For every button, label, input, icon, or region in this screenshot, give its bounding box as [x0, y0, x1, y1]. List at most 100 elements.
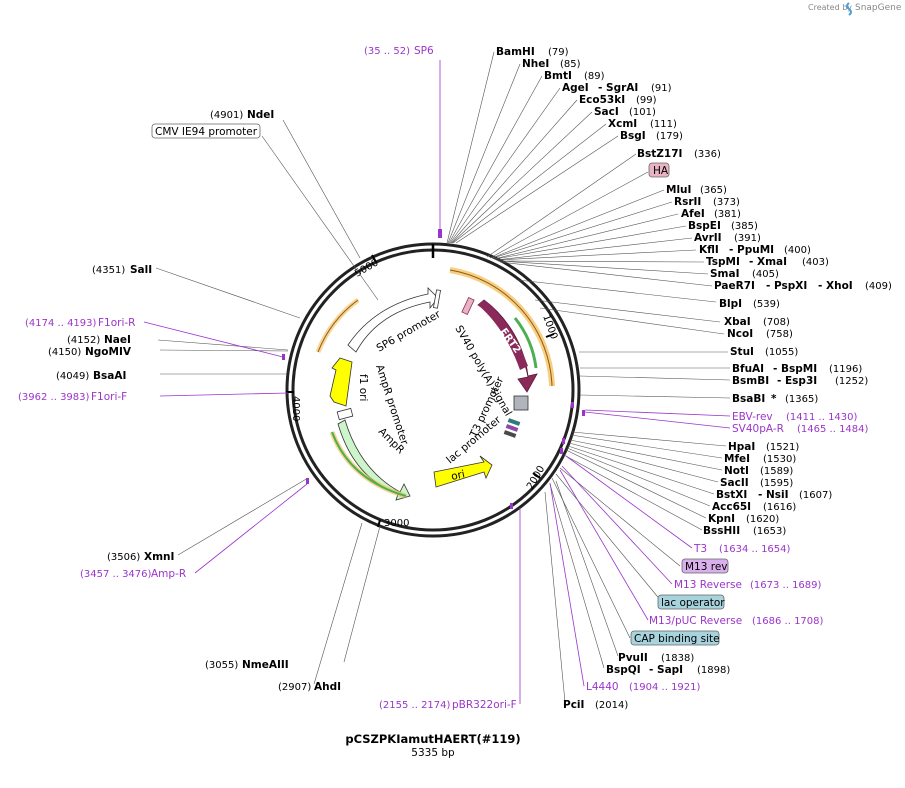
svg-text:AvrII: AvrII — [694, 232, 722, 244]
site-mlui[interactable]: MluI (365) — [666, 184, 727, 196]
site-hpai[interactable]: HpaI (1521) — [728, 441, 799, 453]
m13rev-box[interactable]: M13 rev — [681, 558, 729, 574]
svg-text:KpnI: KpnI — [708, 513, 735, 525]
site-bamhi[interactable]: BamHI (79) — [496, 46, 569, 58]
site-pcii[interactable]: PciI (2014) — [563, 699, 628, 711]
site-bspei[interactable]: BspEI (385) — [688, 220, 758, 232]
feature-sv40-polya[interactable] — [513, 395, 529, 411]
site-kpni[interactable]: KpnI (1620) — [708, 513, 779, 525]
svg-text:BmtI: BmtI — [544, 70, 572, 82]
site-paer7i[interactable]: PaeR7I - PspXI - XhoI (409) — [714, 280, 892, 292]
site-sacii[interactable]: SacII (1595) — [720, 477, 793, 489]
site-naei[interactable]: (4152) NaeI — [67, 334, 131, 346]
svg-text:F1ori-F: F1ori-F — [91, 391, 127, 403]
svg-text:(111): (111) — [650, 119, 677, 130]
site-ngomiv[interactable]: (4150) NgoMIV — [48, 346, 132, 358]
ori-label: ori — [450, 468, 466, 483]
snapgene-logo-icon — [846, 2, 852, 16]
primer-m13-puc-reverse[interactable]: M13/pUC Reverse (1686 .. 1708) — [649, 615, 824, 627]
svg-text:(758): (758) — [766, 329, 793, 340]
cmv-label: CMV IE94 promoter — [155, 126, 258, 138]
ha-box[interactable]: HA — [648, 162, 670, 178]
svg-text:NotI: NotI — [724, 465, 749, 477]
site-bspqi[interactable]: BspQI - SapI (1898) — [606, 664, 730, 676]
svg-text:(385): (385) — [731, 221, 758, 232]
primer-sp6[interactable]: (35 .. 52) SP6 — [364, 45, 434, 57]
feature-f1-ori[interactable] — [329, 357, 353, 407]
svg-text:(405): (405) — [752, 269, 779, 280]
snapgene-brand: SnapGene — [855, 3, 902, 13]
primer-f1ori-r[interactable]: (4174 .. 4193) F1ori-R — [25, 317, 135, 329]
feature-ert2[interactable] — [477, 299, 538, 393]
site-kfli[interactable]: KflI - PpuMI (400) — [699, 244, 811, 256]
primer-m13-reverse[interactable]: M13 Reverse (1673 .. 1689) — [674, 579, 822, 591]
svg-text:XbaI: XbaI — [724, 316, 751, 328]
site-bsshii[interactable]: BssHII (1653) — [703, 525, 786, 537]
site-bsmbi[interactable]: BsmBI - Esp3I (1252) — [732, 375, 868, 387]
site-nmeaiii[interactable]: (3055) NmeAIII — [205, 659, 289, 671]
site-bsgi[interactable]: BsgI (179) — [620, 130, 683, 142]
primer-amp-r[interactable]: (3457 .. 3476) Amp-R — [80, 568, 186, 580]
lac-operator-box[interactable]: lac operator — [657, 594, 725, 610]
svg-text:(400): (400) — [784, 245, 811, 256]
site-smai[interactable]: SmaI (405) — [710, 268, 779, 280]
svg-text:SalI: SalI — [130, 264, 152, 276]
site-acc65i[interactable]: Acc65I (1616) — [712, 501, 796, 513]
primer-pbr322ori-f[interactable]: (2155 .. 2174) pBR322ori-F — [379, 699, 517, 711]
cap-binding-box[interactable]: CAP binding site — [630, 630, 720, 646]
svg-text:Acc65I: Acc65I — [712, 501, 751, 513]
svg-text:SacII: SacII — [720, 477, 749, 489]
site-rsrii[interactable]: RsrII (373) — [674, 196, 740, 208]
site-ndei[interactable]: (4901) NdeI — [210, 109, 274, 121]
site-bmti[interactable]: BmtI (89) — [544, 70, 605, 82]
site-blpi[interactable]: BlpI (539) — [719, 298, 780, 310]
svg-text:(4150): (4150) — [48, 347, 81, 358]
svg-text:(2014): (2014) — [595, 700, 628, 711]
site-bstz17i[interactable]: BstZ17I (336) — [637, 148, 721, 160]
site-agei[interactable]: AgeI - SgrAI (91) — [562, 82, 672, 94]
site-eco53ki[interactable]: Eco53kI (99) — [579, 94, 657, 106]
feature-ampr-promoter[interactable] — [336, 407, 354, 421]
svg-text:(1634 .. 1654): (1634 .. 1654) — [719, 544, 791, 555]
site-mfei[interactable]: MfeI (1530) — [724, 453, 796, 465]
svg-text:(85): (85) — [560, 59, 581, 70]
primer-ebv-rev[interactable]: EBV-rev (1411 .. 1430) — [732, 411, 858, 423]
svg-text:BamHI: BamHI — [496, 46, 535, 58]
site-bfuai[interactable]: BfuAI - BspMI (1196) — [732, 363, 862, 375]
created-by-text: Created by — [808, 3, 852, 12]
site-pvuii[interactable]: PvuII (1838) — [618, 652, 694, 664]
svg-text:NaeI: NaeI — [104, 334, 131, 346]
svg-text:Amp-R: Amp-R — [151, 568, 186, 580]
site-stui[interactable]: StuI (1055) — [730, 346, 798, 358]
site-noti[interactable]: NotI (1589) — [724, 465, 793, 477]
primer-sv40pa-r[interactable]: SV40pA-R (1465 .. 1484) — [732, 423, 869, 435]
site-saci[interactable]: SacI (101) — [594, 106, 656, 118]
svg-text:TspMI: TspMI — [706, 256, 740, 268]
site-xbai[interactable]: XbaI (708) — [724, 316, 790, 328]
site-bsaai[interactable]: (4049) BsaAI — [56, 370, 126, 382]
feature-ori[interactable] — [433, 455, 493, 488]
site-bstxi[interactable]: BstXI - NsiI (1607) — [716, 489, 832, 501]
feature-ampr[interactable] — [337, 419, 411, 501]
site-avrii[interactable]: AvrII (391) — [694, 232, 761, 244]
svg-text:SV40pA-R: SV40pA-R — [732, 423, 784, 435]
primer-f1ori-f[interactable]: (3962 .. 3983) F1ori-F — [18, 391, 127, 403]
site-xcmi[interactable]: XcmI (111) — [608, 118, 677, 130]
site-xmni[interactable]: (3506) XmnI — [107, 551, 174, 563]
svg-text:BssHII: BssHII — [703, 525, 740, 537]
svg-text:(1595): (1595) — [760, 478, 793, 489]
site-ncoi[interactable]: NcoI (758) — [727, 328, 793, 340]
site-afei[interactable]: AfeI (381) — [681, 208, 741, 220]
svg-text:NcoI: NcoI — [727, 328, 753, 340]
cmv-box[interactable]: CMV IE94 promoter — [151, 123, 261, 139]
site-sali[interactable]: (4351) SalI — [92, 264, 152, 276]
site-nhei[interactable]: NheI (85) — [522, 58, 581, 70]
ert2-green-arc — [513, 317, 538, 369]
primer-l4440[interactable]: L4440 (1904 .. 1921) — [586, 681, 701, 693]
site-bsabi[interactable]: BsaBI * (1365) — [732, 393, 818, 405]
primer-t3[interactable]: T3 (1634 .. 1654) — [693, 543, 791, 555]
feature-lac-operator-cluster[interactable] — [503, 418, 521, 438]
site-ahdi[interactable]: (2907) AhdI — [278, 681, 341, 693]
svg-text:PvuII: PvuII — [618, 652, 648, 664]
site-tspmi[interactable]: TspMI - XmaI (403) — [706, 256, 829, 268]
